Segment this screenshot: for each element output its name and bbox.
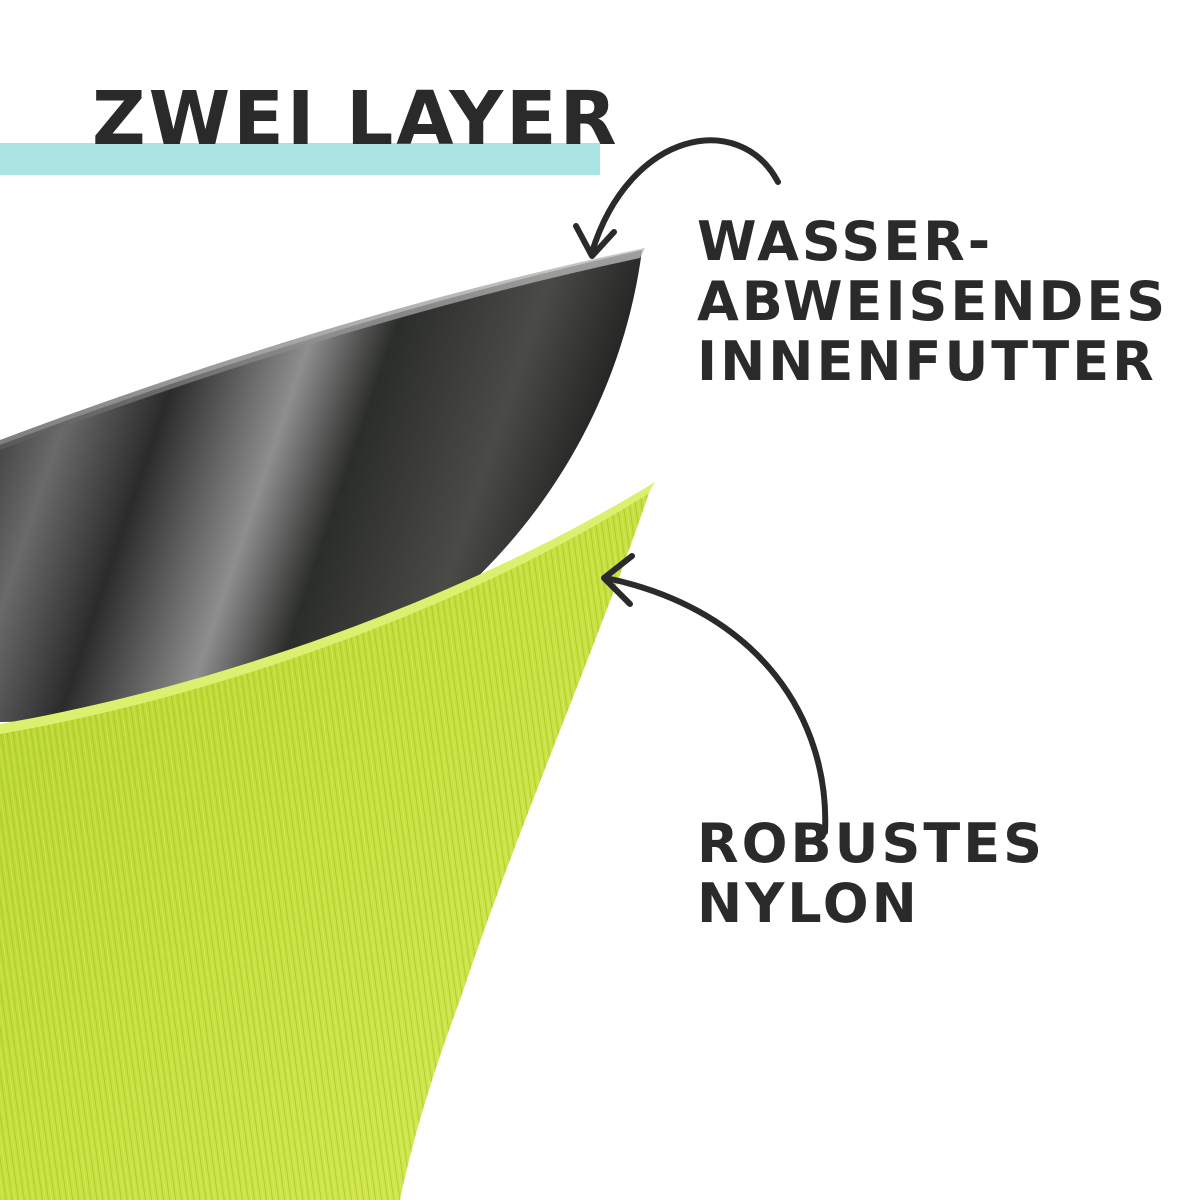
arrow-to-nylon-head [601,553,635,607]
inner-lining-label: WASSER- ABWEISENDES INNENFUTTER [697,212,1168,392]
inner-lining-label-line: ABWEISENDES [697,270,1169,333]
nylon-label: ROBUSTES NYLON [697,814,1045,934]
arrow-to-lining-head [573,223,617,259]
nylon-label-line: NYLON [697,872,920,935]
arrow-to-nylon-icon [603,575,829,835]
nylon-label-line: ROBUSTES [697,812,1045,875]
inner-lining-shape [0,250,642,722]
inner-lining-label-line: INNENFUTTER [697,330,1157,393]
arrow-to-lining-icon [589,137,781,255]
inner-lining-label-line: WASSER- [697,210,994,273]
title-underline [0,143,600,175]
page-title: ZWEI LAYER [92,76,620,162]
nylon-weave-texture [0,484,652,1200]
inner-lining-edge [0,248,645,450]
